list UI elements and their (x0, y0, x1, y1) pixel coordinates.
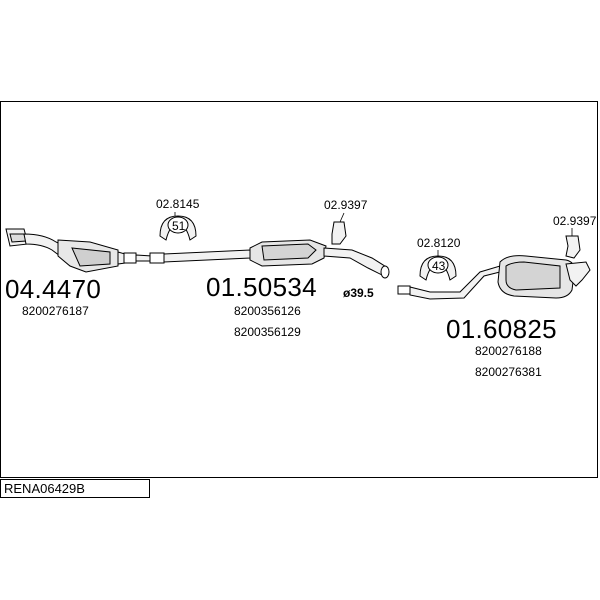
middle-silencer-number: 01.50534 (206, 272, 317, 302)
catalyst-oe-ref: 8200276187 (22, 304, 89, 318)
hanger-rear-icon (565, 235, 581, 259)
catalyst-number: 04.4470 (5, 274, 102, 304)
clamp-front-icon (159, 215, 197, 241)
front-pipe-icon (149, 249, 251, 264)
clamp-rear-icon (419, 255, 457, 281)
clamp-front-number: 02.8145 (156, 197, 200, 211)
clamp-front-size: 51 (172, 219, 186, 233)
clamp-rear-number: 02.8120 (417, 236, 461, 250)
clamp-rear-size: 43 (432, 259, 446, 273)
catalyst-icon (23, 233, 153, 273)
middle-silencer-icon (249, 239, 390, 279)
pipe-diameter: ø39.5 (343, 286, 374, 300)
rear-silencer-oe-ref-2: 8200276381 (475, 365, 542, 379)
hanger-middle-icon (331, 221, 347, 245)
middle-silencer-oe-ref-1: 8200356126 (234, 304, 301, 318)
middle-silencer-oe-ref-2: 8200356129 (234, 325, 301, 339)
rear-silencer-icon (497, 255, 591, 299)
hanger-rear-number: 02.9397 (553, 214, 597, 228)
hanger-middle-number: 02.9397 (324, 198, 368, 212)
front-flange-icon (5, 228, 29, 247)
rear-silencer-number: 01.60825 (446, 314, 557, 344)
rear-silencer-oe-ref-1: 8200276188 (475, 344, 542, 358)
diagram-code: RENA06429B (0, 479, 150, 498)
diagram-frame (0, 101, 598, 478)
